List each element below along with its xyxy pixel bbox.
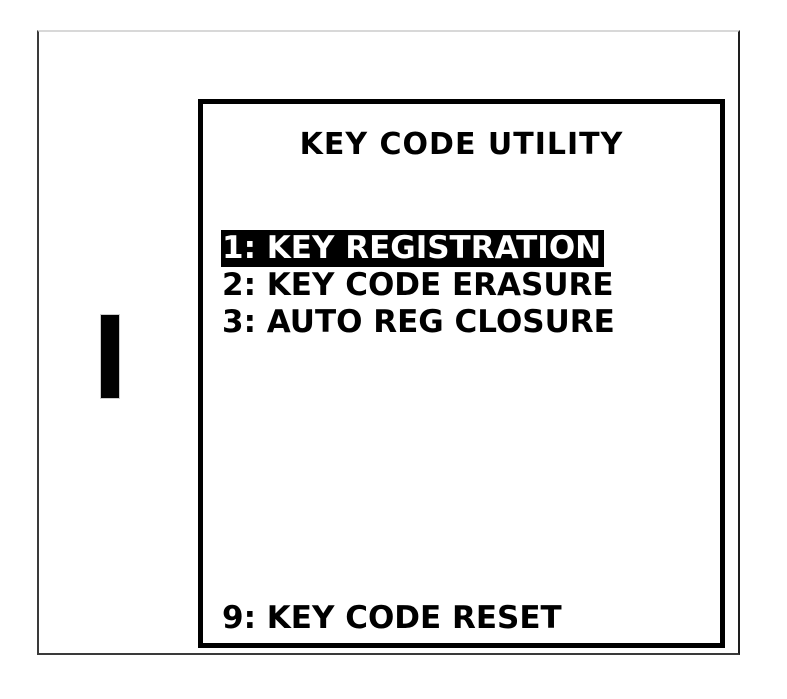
menu-item-key-code-reset[interactable]: 9: KEY CODE RESET (222, 600, 562, 636)
side-button-marker[interactable] (101, 315, 119, 398)
menu-item-auto-reg-closure[interactable]: 3: AUTO REG CLOSURE (222, 304, 615, 340)
device-bezel: KEY CODE UTILITY 1: KEY REGISTRATION 2: … (37, 30, 740, 655)
screen-title: KEY CODE UTILITY (299, 127, 624, 162)
menu-footer: 9: KEY CODE RESET (221, 600, 714, 637)
menu-list: 1: KEY REGISTRATION 2: KEY CODE ERASURE … (221, 230, 714, 341)
menu-item-key-registration[interactable]: 1: KEY REGISTRATION (221, 230, 605, 267)
lcd-screen: KEY CODE UTILITY 1: KEY REGISTRATION 2: … (203, 104, 720, 643)
lcd-panel: KEY CODE UTILITY 1: KEY REGISTRATION 2: … (198, 99, 725, 648)
menu-item-key-code-erasure[interactable]: 2: KEY CODE ERASURE (222, 267, 614, 303)
